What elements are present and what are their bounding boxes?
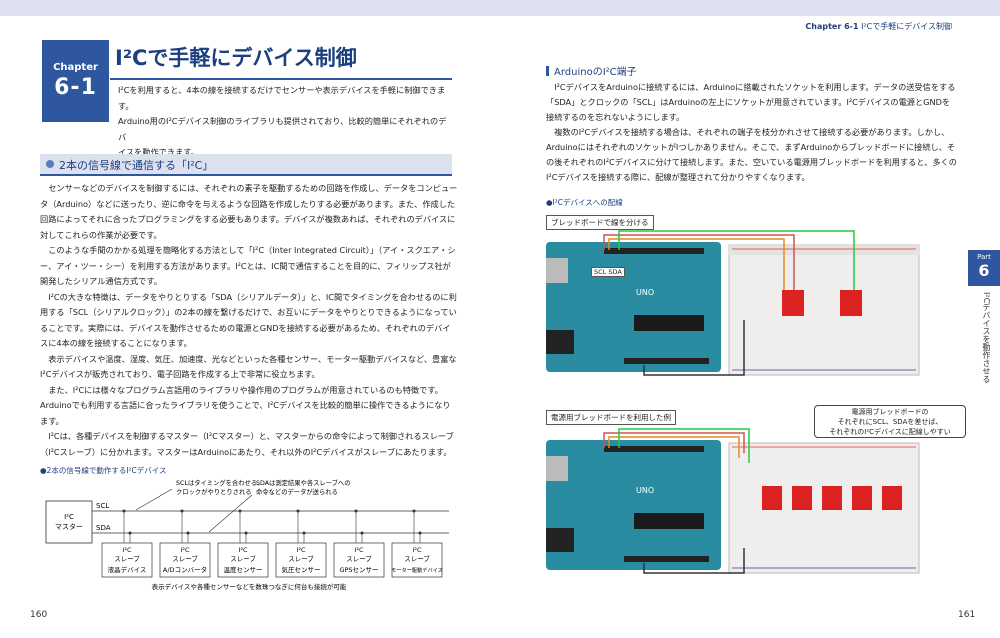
sda-note-1: SDAは測定結果や各スレーブへの — [256, 478, 351, 487]
slave-device-name: 気圧センサー — [282, 565, 321, 574]
arduino-board — [546, 440, 721, 570]
running-header-title: I²Cで手軽にデバイス制御 — [861, 22, 952, 31]
i2c-device — [852, 486, 872, 510]
section-title: 2本の信号線で通信する「I²C」 — [59, 159, 214, 172]
arduino-board — [546, 242, 721, 372]
slave-label: I²C — [122, 546, 132, 554]
slave-label: スレーブ — [404, 554, 430, 563]
slave-label: I²C — [180, 546, 190, 554]
slave-box — [275, 542, 327, 578]
i2c-device — [822, 486, 842, 510]
breadboard — [728, 244, 920, 376]
paragraph: 複数のI²Cデバイスを接続する場合は、それぞれの端子を枝分かれさせて接続する必要… — [546, 127, 957, 182]
slave-device-name: モーター駆動デバイス — [391, 566, 443, 574]
diagram-caption: ●2本の信号線で動作するI²Cデバイス — [40, 466, 167, 475]
title-rule — [110, 78, 452, 80]
slave-box — [333, 542, 385, 578]
body-text: センサーなどのデバイスを制御するには、それぞれの素子を駆動するための回路を作成し… — [40, 181, 458, 460]
top-band — [0, 0, 1000, 16]
svg-text:UNO: UNO — [636, 486, 654, 495]
intro-line: I²Cを利用すると、4本の線を接続するだけでセンサーや表示デバイスを手軽に制御で… — [118, 85, 446, 111]
chapter-title: I²Cで手軽にデバイス制御 — [115, 46, 357, 70]
sda-label: SDA — [96, 524, 111, 532]
slave-device-name: 液晶デバイス — [108, 565, 147, 574]
i2c-device — [840, 290, 862, 316]
slave-label: I²C — [412, 546, 422, 554]
scl-label: SCL — [96, 502, 109, 510]
callout-line: それぞれにSCL、SDAを差せば、 — [837, 418, 943, 426]
paragraph: このような手間のかかる処理を簡略化する方法として「I²C（Inter Integ… — [40, 245, 456, 286]
paragraph: I²Cの大きな特徴は、データをやりとりする「SDA（シリアルデータ）」と、IC間… — [40, 291, 457, 349]
callout-line: 電源用ブレッドボードの — [851, 408, 929, 416]
label-power-breadboard: 電源用ブレッドボードを利用した例 — [546, 410, 676, 425]
callout: 電源用ブレッドボードの それぞれにSCL、SDAを差せば、 それぞれのI²Cデバ… — [814, 405, 966, 438]
part-tab: Part 6 — [968, 250, 1000, 286]
intro-line: Arduino用のI²Cデバイス制御のライブラリも提供されており、比較的簡単にそ… — [118, 116, 447, 142]
slave-device-name: 温度センサー — [224, 565, 263, 574]
slave-label: スレーブ — [288, 554, 314, 563]
scl-note-1: SCLはタイミングを合わせる、 — [176, 478, 263, 487]
subhead-text: ArduinoのI²C端子 — [554, 67, 637, 78]
label-scl-sda: SCL SDA — [591, 267, 625, 277]
i2c-device — [782, 290, 804, 316]
i2c-device — [882, 486, 902, 510]
slave-label: I²C — [238, 546, 248, 554]
master-box — [45, 500, 93, 544]
page-number-right: 161 — [958, 610, 976, 620]
slave-box — [159, 542, 211, 578]
paragraph: センサーなどのデバイスを制御するには、それぞれの素子を駆動するための回路を作成し… — [40, 183, 458, 240]
chapter-word: Chapter — [53, 62, 98, 73]
running-header: Chapter 6-1 I²Cで手軽にデバイス制御 — [805, 21, 952, 32]
slave-label: スレーブ — [114, 554, 140, 563]
slave-device-name: A/Dコンバータ — [163, 565, 207, 574]
callout-line: それぞれのI²Cデバイスに配線しやすい — [829, 428, 951, 436]
part-word: Part — [977, 253, 991, 261]
wiring-photo-top: UNO — [546, 230, 920, 376]
slave-box — [217, 542, 269, 578]
slave-label: I²C — [296, 546, 306, 554]
label-breadboard-split: ブレッドボードで線を分ける — [546, 215, 654, 230]
figure-caption: ●I²Cデバイスへの配線 — [546, 198, 623, 207]
chapter-box: Chapter 6-1 — [42, 40, 109, 122]
diagram-footnote: 表示デバイスや各種センサーなどを数珠つなぎに何台も接続が可能 — [152, 582, 347, 591]
running-header-chapter: Chapter 6-1 — [805, 22, 859, 31]
slave-box — [101, 542, 153, 578]
slave-device-name: GPSセンサー — [339, 566, 378, 574]
master-label-1: I²C — [64, 513, 74, 521]
page-number-left: 160 — [30, 610, 48, 620]
subhead: ArduinoのI²C端子 — [546, 63, 637, 78]
paragraph: I²CデバイスをArduinoに接続するには、Arduinoに搭載されたソケット… — [546, 82, 956, 122]
intro-line: イスを動作できます。 — [118, 147, 199, 157]
intro-text: I²Cを利用すると、4本の線を接続するだけでセンサーや表示デバイスを手軽に制御で… — [118, 83, 454, 161]
slave-label: スレーブ — [230, 554, 256, 563]
section-heading: 2本の信号線で通信する「I²C」 — [40, 154, 452, 176]
master-label-2: マスター — [55, 522, 83, 531]
slave-label: スレーブ — [346, 554, 372, 563]
part-number: 6 — [978, 261, 990, 280]
sda-note-2: 命令などのデータが送られる — [256, 487, 338, 496]
part-vertical-title: I²Cデバイスを動作させる — [982, 292, 991, 384]
right-body-text: I²CデバイスをArduinoに接続するには、Arduinoに搭載されたソケット… — [546, 80, 958, 185]
paragraph: I²Cは、各種デバイスを制御するマスター（I²Cマスター）と、マスターからの命令… — [40, 431, 454, 457]
i2c-device — [762, 486, 782, 510]
chapter-number: 6-1 — [54, 75, 97, 100]
slave-box — [391, 542, 443, 578]
bullet-icon — [46, 160, 54, 168]
i2c-device — [792, 486, 812, 510]
svg-text:UNO: UNO — [636, 288, 654, 297]
paragraph: 表示デバイスや温度、湿度、気圧、加速度、光などといった各種センサー、モーター駆動… — [40, 353, 457, 380]
i2c-bus-diagram: I²C マスター SCL SDA SCLはタイミングを合わせる、 クロックがやり… — [45, 478, 449, 591]
wiring-photo-bottom: UNO — [546, 428, 920, 574]
slave-label: スレーブ — [172, 554, 198, 563]
slave-list: I²Cスレーブ液晶デバイスI²CスレーブA/DコンバータI²Cスレーブ温度センサ… — [101, 509, 443, 578]
slave-label: I²C — [354, 546, 364, 554]
paragraph: また、I²Cには様々なプログラム言語用のライブラリや操作用のプログラムが用意され… — [40, 384, 451, 426]
subhead-mark — [546, 66, 549, 76]
scl-note-2: クロックがやりとりされる — [176, 487, 252, 496]
